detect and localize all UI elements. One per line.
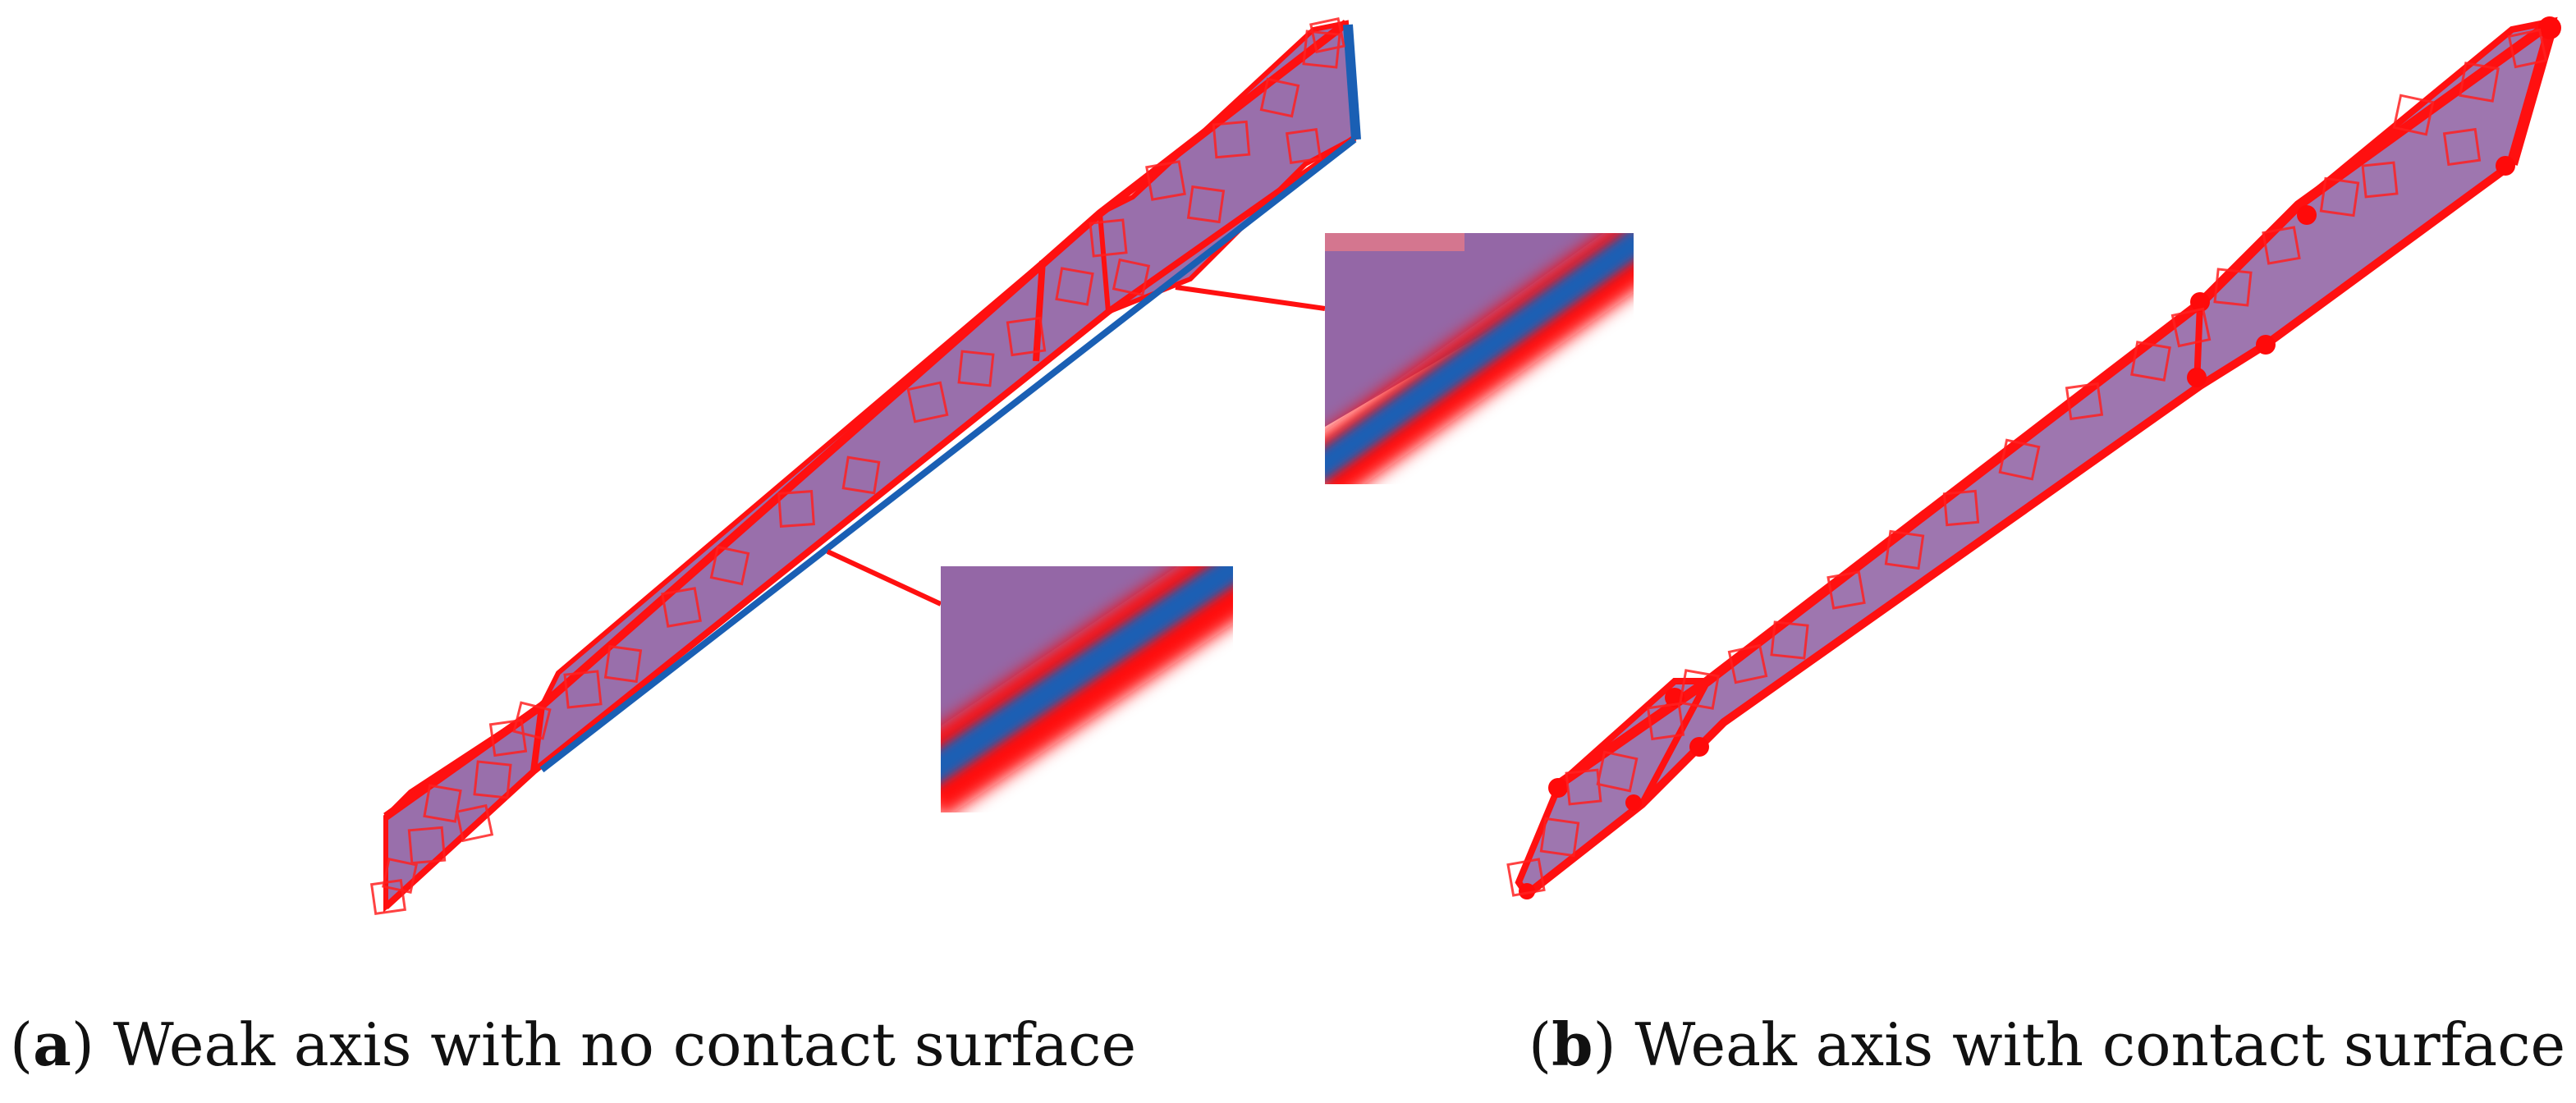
panel-a-transition-2 <box>1033 260 1046 362</box>
caption-a-text: Weak axis with no contact surface <box>94 1010 1137 1079</box>
panel-a-member <box>369 17 1361 916</box>
panel-a-upper-edge <box>383 20 1350 821</box>
callout-top-inset <box>1325 233 1634 484</box>
caption-b-close-paren: ) <box>1593 1010 1616 1079</box>
caption-b-open-paren: ( <box>1529 1010 1552 1079</box>
panel-a-lower-edge <box>383 135 1357 909</box>
panel-a-transition-3 <box>1098 213 1111 313</box>
panel-a-callout-top <box>1175 233 1634 484</box>
panel-b-nodes <box>1519 16 2561 899</box>
panel-a-mesh <box>369 17 1345 916</box>
caption-b-letter: b <box>1552 1009 1593 1079</box>
caption-a-open-paren: ( <box>10 1010 34 1079</box>
panel-b-lower-edge <box>1524 160 2514 898</box>
panel-b-member <box>1506 16 2561 899</box>
caption-panel-a: (a) Weak axis with no contact surface <box>10 1008 1136 1082</box>
panel-b-transition-1 <box>1639 680 1711 806</box>
panel-a-callout-bottom <box>826 549 1233 812</box>
callout-top-connector <box>1175 285 1326 311</box>
callout-bottom-inset <box>941 566 1233 812</box>
panel-b-end-edge <box>2506 20 2559 166</box>
caption-a-letter: a <box>33 1009 71 1079</box>
panel-a-weak-axis <box>539 136 1357 773</box>
panel-a-transition-1 <box>530 705 545 772</box>
caption-a-close-paren: ) <box>71 1010 94 1079</box>
caption-panel-b: (b) Weak axis with contact surface <box>1529 1008 2565 1082</box>
panel-b-mesh <box>1506 28 2548 897</box>
callout-bottom-connector <box>826 549 942 606</box>
caption-b-text: Weak axis with contact surface <box>1616 1010 2566 1079</box>
panel-a-weak-axis-end <box>1343 24 1361 140</box>
